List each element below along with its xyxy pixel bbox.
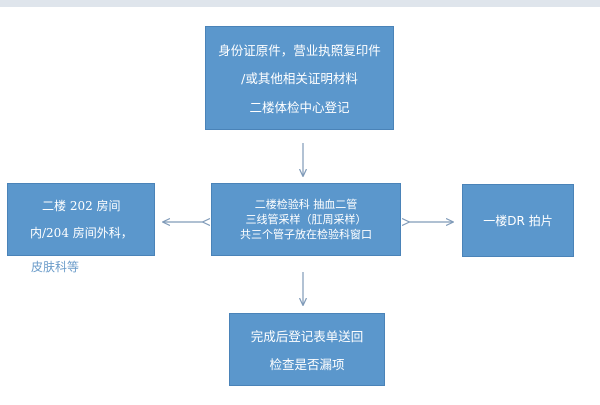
return-line-1: 完成后登记表单送回 xyxy=(250,329,364,345)
surgery-line-1: 二楼 202 房间 xyxy=(42,198,121,213)
lab-line-3: 共三个管子放在检验科窗口 xyxy=(240,228,372,241)
registration-line-1: 身份证原件，营业执照复印件 xyxy=(218,42,381,58)
surgery-line-2: 内/204 房间外科， xyxy=(30,225,133,240)
top-strip xyxy=(0,0,600,7)
lab-box: 二楼检验科 抽血二管 三线管采样（肛周采样） 共三个管子放在检验科窗口 xyxy=(211,183,401,256)
dr-line-1: 一楼DR 拍片 xyxy=(483,214,553,228)
registration-line-2: /或其他相关证明材料 xyxy=(241,71,358,87)
registration-line-3: 二楼体检中心登记 xyxy=(249,100,350,116)
return-box: 完成后登记表单送回 检查是否漏项 xyxy=(229,313,385,386)
registration-box: 身份证原件，营业执照复印件 /或其他相关证明材料 二楼体检中心登记 xyxy=(205,26,394,130)
dr-box: 一楼DR 拍片 xyxy=(462,184,574,257)
surgery-box: 二楼 202 房间 内/204 房间外科， xyxy=(7,183,155,256)
surgery-line-3: 皮肤科等 xyxy=(31,260,80,274)
lab-line-2: 三线管采样（肛周采样） xyxy=(245,213,367,226)
return-line-2: 检查是否漏项 xyxy=(269,356,345,372)
lab-line-1: 二楼检验科 抽血二管 xyxy=(254,198,358,211)
